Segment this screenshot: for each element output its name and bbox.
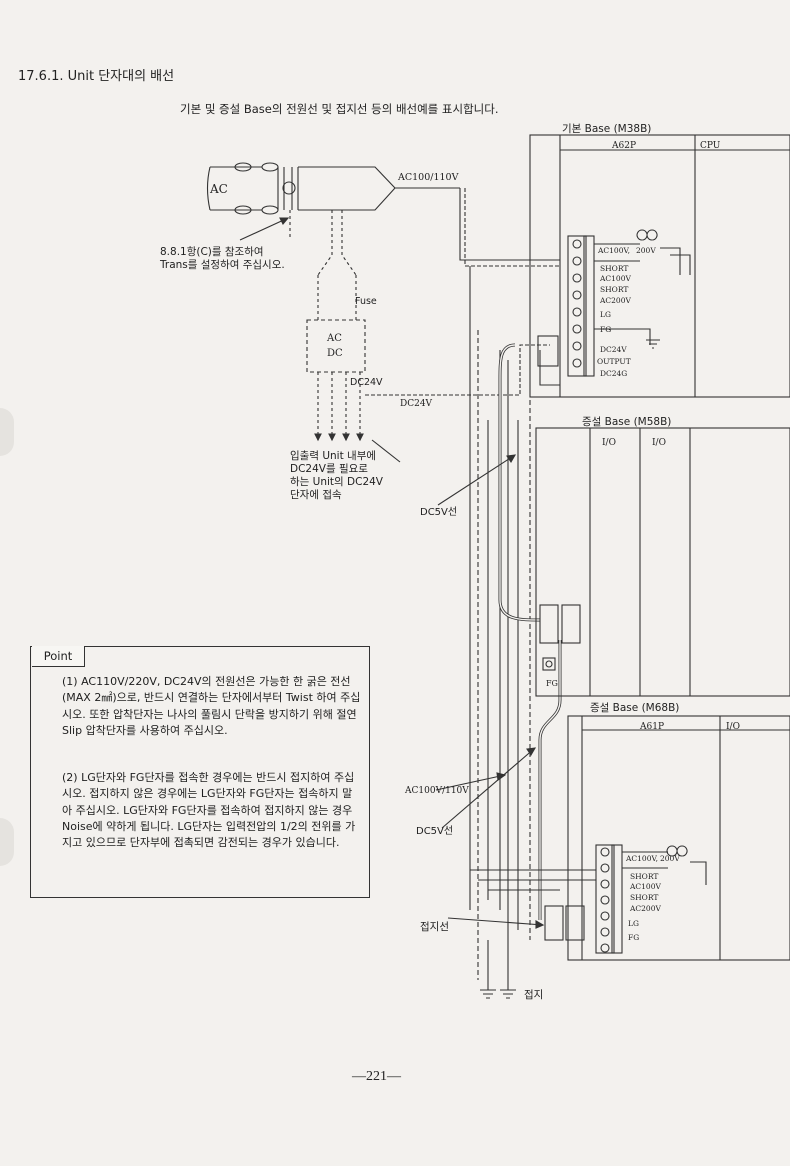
terminal-label: SHORT <box>630 872 658 881</box>
ground-wire-label: 접지선 <box>420 921 449 933</box>
acdc-bottom-label: DC <box>327 348 343 359</box>
terminal-label: LG <box>628 919 639 928</box>
page-number: —221— <box>352 1069 401 1084</box>
dc24v-label: DC24V <box>400 399 433 409</box>
terminal-label: 200V <box>636 246 656 255</box>
ac-line-label: AC100/110V <box>397 172 459 183</box>
terminal-label: SHORT <box>600 264 628 273</box>
ext-base-1-title: 증설 Base (M58B) <box>582 416 671 428</box>
ext-base-1-slot: I/O <box>602 438 616 448</box>
ext-base-2-slot: I/O <box>726 722 740 732</box>
page-tab-marker <box>0 408 14 456</box>
ac-line-label-2: AC100V/110V <box>404 786 469 796</box>
ground-label: 접지 <box>524 989 543 1001</box>
terminal-label: 200V <box>660 854 680 863</box>
ac-source-label: AC <box>209 182 228 196</box>
terminal-label: FG <box>600 325 611 334</box>
point-label: Point <box>32 646 85 667</box>
fuse-label: Fuse <box>355 296 377 307</box>
terminal-label: FG <box>628 933 639 942</box>
terminal-label: AC100V <box>629 882 661 891</box>
main-base-title: 기본 Base (M38B) <box>562 123 651 135</box>
ext-base-2-frame <box>567 715 790 961</box>
acdc-converter-box <box>306 319 366 373</box>
terminal-label: DC24G <box>600 369 627 378</box>
terminal-label: AC100V, <box>625 854 658 863</box>
terminal-label: LG <box>600 310 611 319</box>
point-item-2: (2) LG단자와 FG단자를 접속한 경우에는 반드시 접지하여 주십시오. … <box>62 771 356 850</box>
acdc-top-label: AC <box>326 333 342 344</box>
point-box <box>30 646 370 898</box>
io-note: 입출력 Unit 내부에 DC24V를 필요로 하는 Unit의 DC24V 단… <box>290 450 383 502</box>
ext-base-1-frame <box>535 427 790 697</box>
point-item-1: (1) AC110V/220V, DC24V의 전원선은 가능한 한 굵은 전선… <box>62 675 361 737</box>
main-base-cpu: CPU <box>700 141 721 151</box>
terminal-label: AC100V <box>599 274 631 283</box>
ext-base-1-slot: I/O <box>652 438 666 448</box>
page-tab-marker <box>0 818 14 866</box>
terminal-label: SHORT <box>630 893 658 902</box>
terminal-label: AC200V <box>599 296 631 305</box>
ground-symbol <box>500 980 516 999</box>
ext-base-1-fg: FG <box>546 679 558 688</box>
transformer-symbol <box>277 167 299 210</box>
diagram-caption: 기본 및 증설 Base의 전원선 및 접지선 등의 배선예를 표시합니다. <box>180 102 499 116</box>
terminal-label: AC100V, <box>597 246 630 255</box>
ext-base-2-psu: A61P <box>639 722 664 732</box>
terminal-label: SHORT <box>600 285 628 294</box>
dc5v-label: DC5V선 <box>416 825 453 837</box>
dc24v-label: DC24V <box>350 377 383 388</box>
main-base-frame <box>529 134 790 398</box>
main-base-terminal-labels: AC100V, 200V SHORT AC100V SHORT AC200V L… <box>597 246 656 378</box>
main-base-psu: A62P <box>611 141 636 151</box>
section-title: 17.6.1. Unit 단자대의 배선 <box>18 69 175 84</box>
ext-base-2-title: 증설 Base (M68B) <box>590 702 679 714</box>
trans-note: 8.8.1항(C)를 참조하여 Trans를 설정하여 주십시오. <box>160 246 285 272</box>
ext-base-2-terminal-block <box>595 844 623 954</box>
terminal-label: OUTPUT <box>597 357 631 366</box>
terminal-label: DC24V <box>600 345 627 354</box>
ground-symbol <box>480 980 496 999</box>
main-base-terminal-block <box>567 235 595 377</box>
terminal-label: AC200V <box>629 904 661 913</box>
dc5v-label: DC5V선 <box>420 506 457 518</box>
